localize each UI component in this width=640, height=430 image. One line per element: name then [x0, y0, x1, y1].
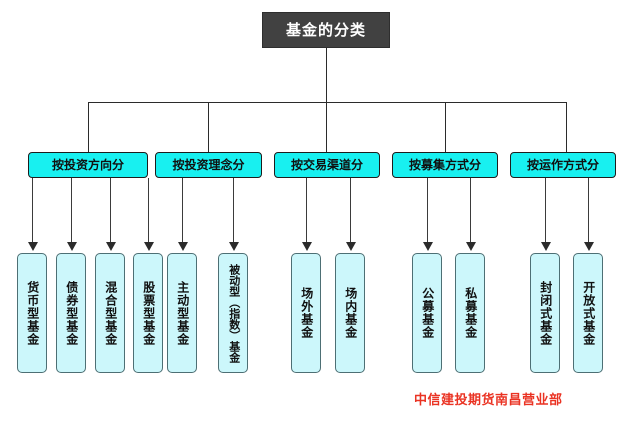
arrow-head-private-fund — [466, 242, 476, 251]
arrow-head-hybrid-fund — [106, 242, 116, 251]
arrow-head-closed-end-fund — [541, 242, 551, 251]
arrow-line-public-fund — [427, 178, 428, 242]
arrow-line-money-fund — [32, 178, 33, 242]
connector-root-trunk — [326, 48, 327, 102]
leaf-node-closed-end-fund[interactable]: 封闭式基金 — [530, 253, 560, 373]
arrow-line-open-end-fund — [588, 178, 589, 242]
arrow-head-exchange-fund — [346, 242, 356, 251]
connector-drop-1 — [88, 102, 89, 152]
category-label: 按运作方式分 — [526, 158, 599, 172]
leaf-node-label: 封闭式基金 — [538, 280, 553, 346]
arrow-line-bond-fund — [71, 178, 72, 242]
root-node-label: 基金的分类 — [285, 21, 366, 39]
leaf-node-exchange-traded-fund[interactable]: 场内基金 — [335, 253, 365, 373]
footer-credit-text: 中信建投期货南昌营业部 — [414, 392, 563, 407]
leaf-node-label: 货币型基金 — [25, 280, 40, 346]
leaf-node-money-market-fund[interactable]: 货币型基金 — [17, 253, 47, 373]
category-node-operation-method[interactable]: 按运作方式分 — [510, 152, 616, 178]
leaf-node-label: 混合型基金 — [103, 280, 118, 346]
arrow-head-active-fund — [178, 242, 188, 251]
leaf-node-label: 开放式基金 — [581, 280, 596, 346]
leaf-node-label: 债券型基金 — [64, 280, 79, 346]
leaf-node-open-end-fund[interactable]: 开放式基金 — [573, 253, 603, 373]
arrow-line-equity-fund — [148, 178, 149, 242]
connector-drop-4 — [445, 102, 446, 152]
connector-drop-2 — [208, 102, 209, 152]
arrow-head-open-end-fund — [584, 242, 594, 251]
leaf-node-label: 私募基金 — [463, 287, 478, 339]
arrow-line-otc-fund — [306, 178, 307, 242]
leaf-node-label: 主动型基金 — [175, 280, 190, 346]
category-node-investment-philosophy[interactable]: 按投资理念分 — [155, 152, 262, 178]
arrow-head-money-fund — [28, 242, 38, 251]
category-label: 按交易渠道分 — [290, 158, 363, 172]
category-label: 按投资理念分 — [172, 158, 245, 172]
leaf-node-label: 被动型（指数）基金 — [227, 263, 240, 363]
category-label: 按投资方向分 — [51, 158, 124, 172]
leaf-node-equity-fund[interactable]: 股票型基金 — [133, 253, 163, 373]
leaf-node-label: 场内基金 — [343, 287, 358, 339]
leaf-node-otc-fund[interactable]: 场外基金 — [291, 253, 321, 373]
leaf-node-active-fund[interactable]: 主动型基金 — [167, 253, 197, 373]
arrow-head-passive-fund — [229, 242, 239, 251]
category-node-fundraising-method[interactable]: 按募集方式分 — [392, 152, 498, 178]
category-node-investment-direction[interactable]: 按投资方向分 — [28, 152, 148, 178]
arrow-head-otc-fund — [302, 242, 312, 251]
leaf-node-label: 场外基金 — [299, 287, 314, 339]
arrow-line-closed-end-fund — [545, 178, 546, 242]
arrow-line-exchange-fund — [350, 178, 351, 242]
connector-drop-5 — [566, 102, 567, 152]
leaf-node-private-offering-fund[interactable]: 私募基金 — [455, 253, 485, 373]
connector-horizontal-bus — [88, 102, 566, 103]
root-node-fund-classification: 基金的分类 — [262, 12, 390, 48]
leaf-node-passive-index-fund[interactable]: 被动型（指数）基金 — [218, 253, 248, 373]
category-node-trading-channel[interactable]: 按交易渠道分 — [274, 152, 380, 178]
leaf-node-bond-fund[interactable]: 债券型基金 — [56, 253, 86, 373]
arrow-line-hybrid-fund — [110, 178, 111, 242]
leaf-node-hybrid-fund[interactable]: 混合型基金 — [95, 253, 125, 373]
leaf-node-label: 股票型基金 — [141, 280, 156, 346]
arrow-line-private-fund — [470, 178, 471, 242]
arrow-head-bond-fund — [67, 242, 77, 251]
arrow-head-public-fund — [423, 242, 433, 251]
connector-drop-3 — [326, 102, 327, 152]
arrow-head-equity-fund — [144, 242, 154, 251]
arrow-line-active-fund — [182, 178, 183, 242]
leaf-node-label: 公募基金 — [420, 287, 435, 339]
leaf-node-public-offering-fund[interactable]: 公募基金 — [412, 253, 442, 373]
arrow-line-passive-fund — [233, 178, 234, 242]
category-label: 按募集方式分 — [408, 158, 481, 172]
